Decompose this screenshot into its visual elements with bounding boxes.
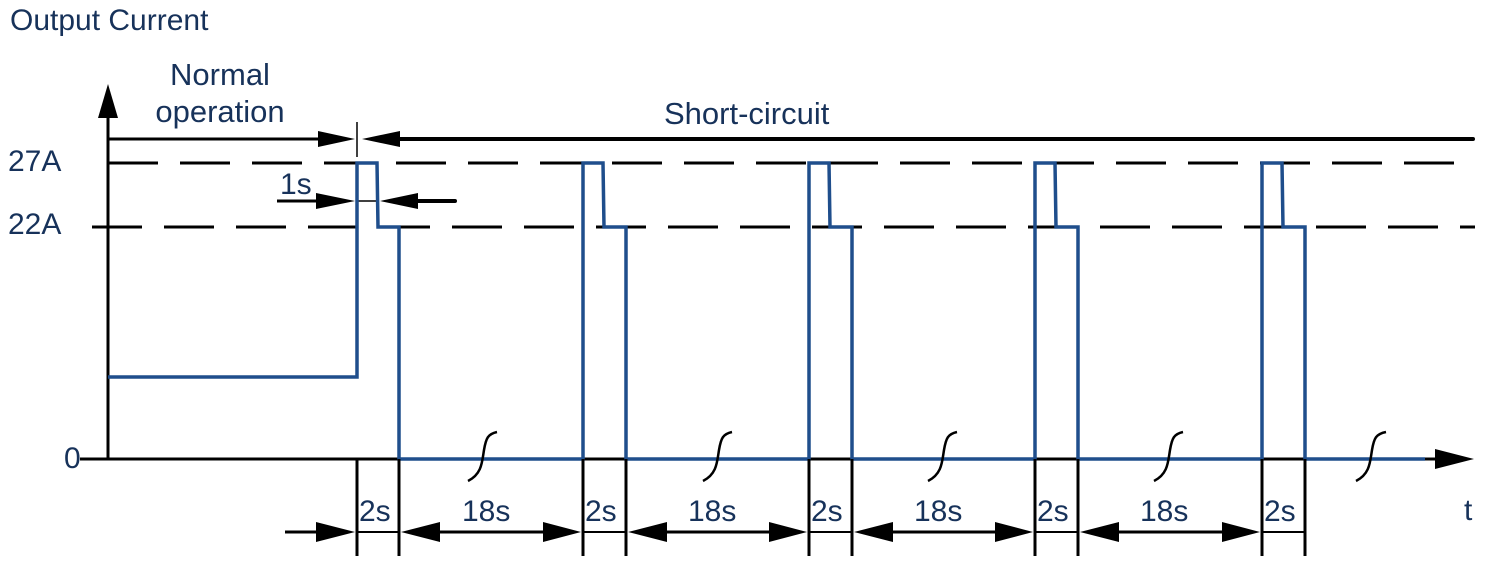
x-axis-arrow-icon (1435, 449, 1474, 469)
dimension-ticks (355, 459, 1307, 556)
x-axis-label: t (1464, 494, 1473, 527)
y-tick-0: 0 (64, 442, 81, 475)
normal-operation-label: Normal operation (140, 56, 300, 130)
short-circuit-label: Short-circuit (664, 96, 830, 131)
duration-label: 2s (359, 495, 391, 528)
normal-label-line1: Normal (170, 57, 270, 92)
y-tick-27a: 27A (8, 145, 62, 178)
duration-label: 2s (1037, 495, 1069, 528)
duration-label: 18s (688, 495, 737, 528)
normal-arrow-icon (318, 131, 355, 147)
output-current-signal (108, 161, 1425, 461)
duration-label: 18s (1140, 495, 1189, 528)
short-arrow-icon (362, 131, 400, 147)
duration-label: 18s (462, 495, 511, 528)
y-axis-title: Output Current (10, 4, 209, 37)
duration-label: 2s (1264, 495, 1296, 528)
peak-duration-label: 1s (280, 168, 312, 201)
normal-label-line2: operation (155, 94, 285, 129)
reference-lines (92, 161, 1475, 229)
duration-label: 2s (585, 495, 617, 528)
y-tick-22a: 22A (8, 208, 62, 241)
dimension-arrows (285, 522, 1305, 542)
y-axis-arrow-icon (98, 84, 118, 118)
break-marks (467, 430, 1387, 483)
duration-label: 2s (811, 495, 843, 528)
duration-label: 18s (914, 495, 963, 528)
